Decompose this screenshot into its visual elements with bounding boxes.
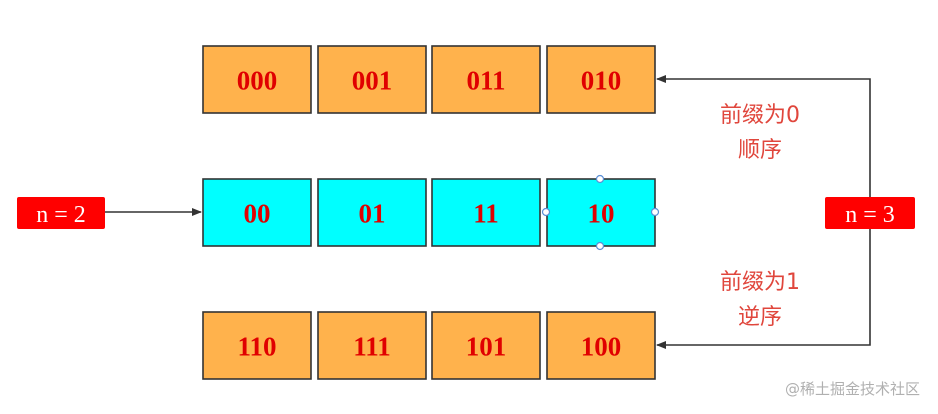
handle-bottom[interactable]	[595, 241, 605, 251]
cell-box	[431, 178, 541, 247]
tag-n3: n = 3	[825, 197, 915, 229]
row-n2: 00 01 11 10	[202, 178, 656, 247]
tag-n2: n = 2	[17, 197, 105, 229]
cell-box	[546, 311, 656, 380]
watermark: @稀土掘金技术社区	[785, 380, 920, 398]
cell-top-1: 001	[317, 45, 427, 114]
cell-label: 001	[352, 66, 393, 96]
connector-to-top-row	[656, 75, 871, 197]
cell-box	[431, 311, 541, 380]
cell-top-2: 011	[431, 45, 541, 114]
selection-handles	[541, 174, 660, 251]
tag-n2-box	[17, 197, 105, 229]
cell-label: 11	[473, 199, 499, 229]
cell-bottom-1: 111	[317, 311, 427, 380]
cell-box	[317, 311, 427, 380]
cell-box	[317, 45, 427, 114]
cell-label: 110	[237, 332, 276, 362]
cell-top-3: 010	[546, 45, 656, 114]
tag-n3-label: n = 3	[845, 202, 895, 228]
cell-label: 00	[244, 199, 271, 229]
handle-right[interactable]	[650, 207, 660, 217]
cell-bottom-0: 110	[202, 311, 312, 380]
connector-to-bottom-row	[656, 229, 871, 349]
cell-box	[202, 311, 312, 380]
note-reverse-order: 逆序	[738, 305, 782, 330]
cell-bottom-2: 101	[431, 311, 541, 380]
cell-box	[202, 45, 312, 114]
note-order: 顺序	[738, 138, 782, 163]
cell-middle-3: 10	[546, 178, 656, 247]
cell-box	[202, 178, 312, 247]
note-prefix-1: 前缀为1	[720, 270, 800, 295]
cell-label: 101	[466, 332, 507, 362]
handle-top[interactable]	[595, 174, 605, 184]
cell-label: 100	[581, 332, 622, 362]
cell-bottom-3: 100	[546, 311, 656, 380]
cell-label: 010	[581, 66, 622, 96]
cell-label: 111	[353, 332, 391, 362]
tag-n3-box	[825, 197, 915, 229]
cell-box	[431, 45, 541, 114]
handle-left[interactable]	[541, 207, 551, 217]
tag-n2-label: n = 2	[36, 202, 86, 228]
cell-top-0: 000	[202, 45, 312, 114]
row-prefix-0: 000 001 011 010	[202, 45, 656, 114]
cell-label: 01	[359, 199, 386, 229]
cell-box	[317, 178, 427, 247]
cell-label: 011	[466, 66, 505, 96]
cell-label: 000	[237, 66, 278, 96]
cell-middle-1: 01	[317, 178, 427, 247]
row-prefix-1: 110 111 101 100	[202, 311, 656, 380]
cell-middle-2: 11	[431, 178, 541, 247]
note-prefix-0: 前缀为0	[720, 103, 800, 128]
cell-box	[546, 45, 656, 114]
cell-middle-0: 00	[202, 178, 312, 247]
cell-label: 10	[588, 199, 615, 229]
